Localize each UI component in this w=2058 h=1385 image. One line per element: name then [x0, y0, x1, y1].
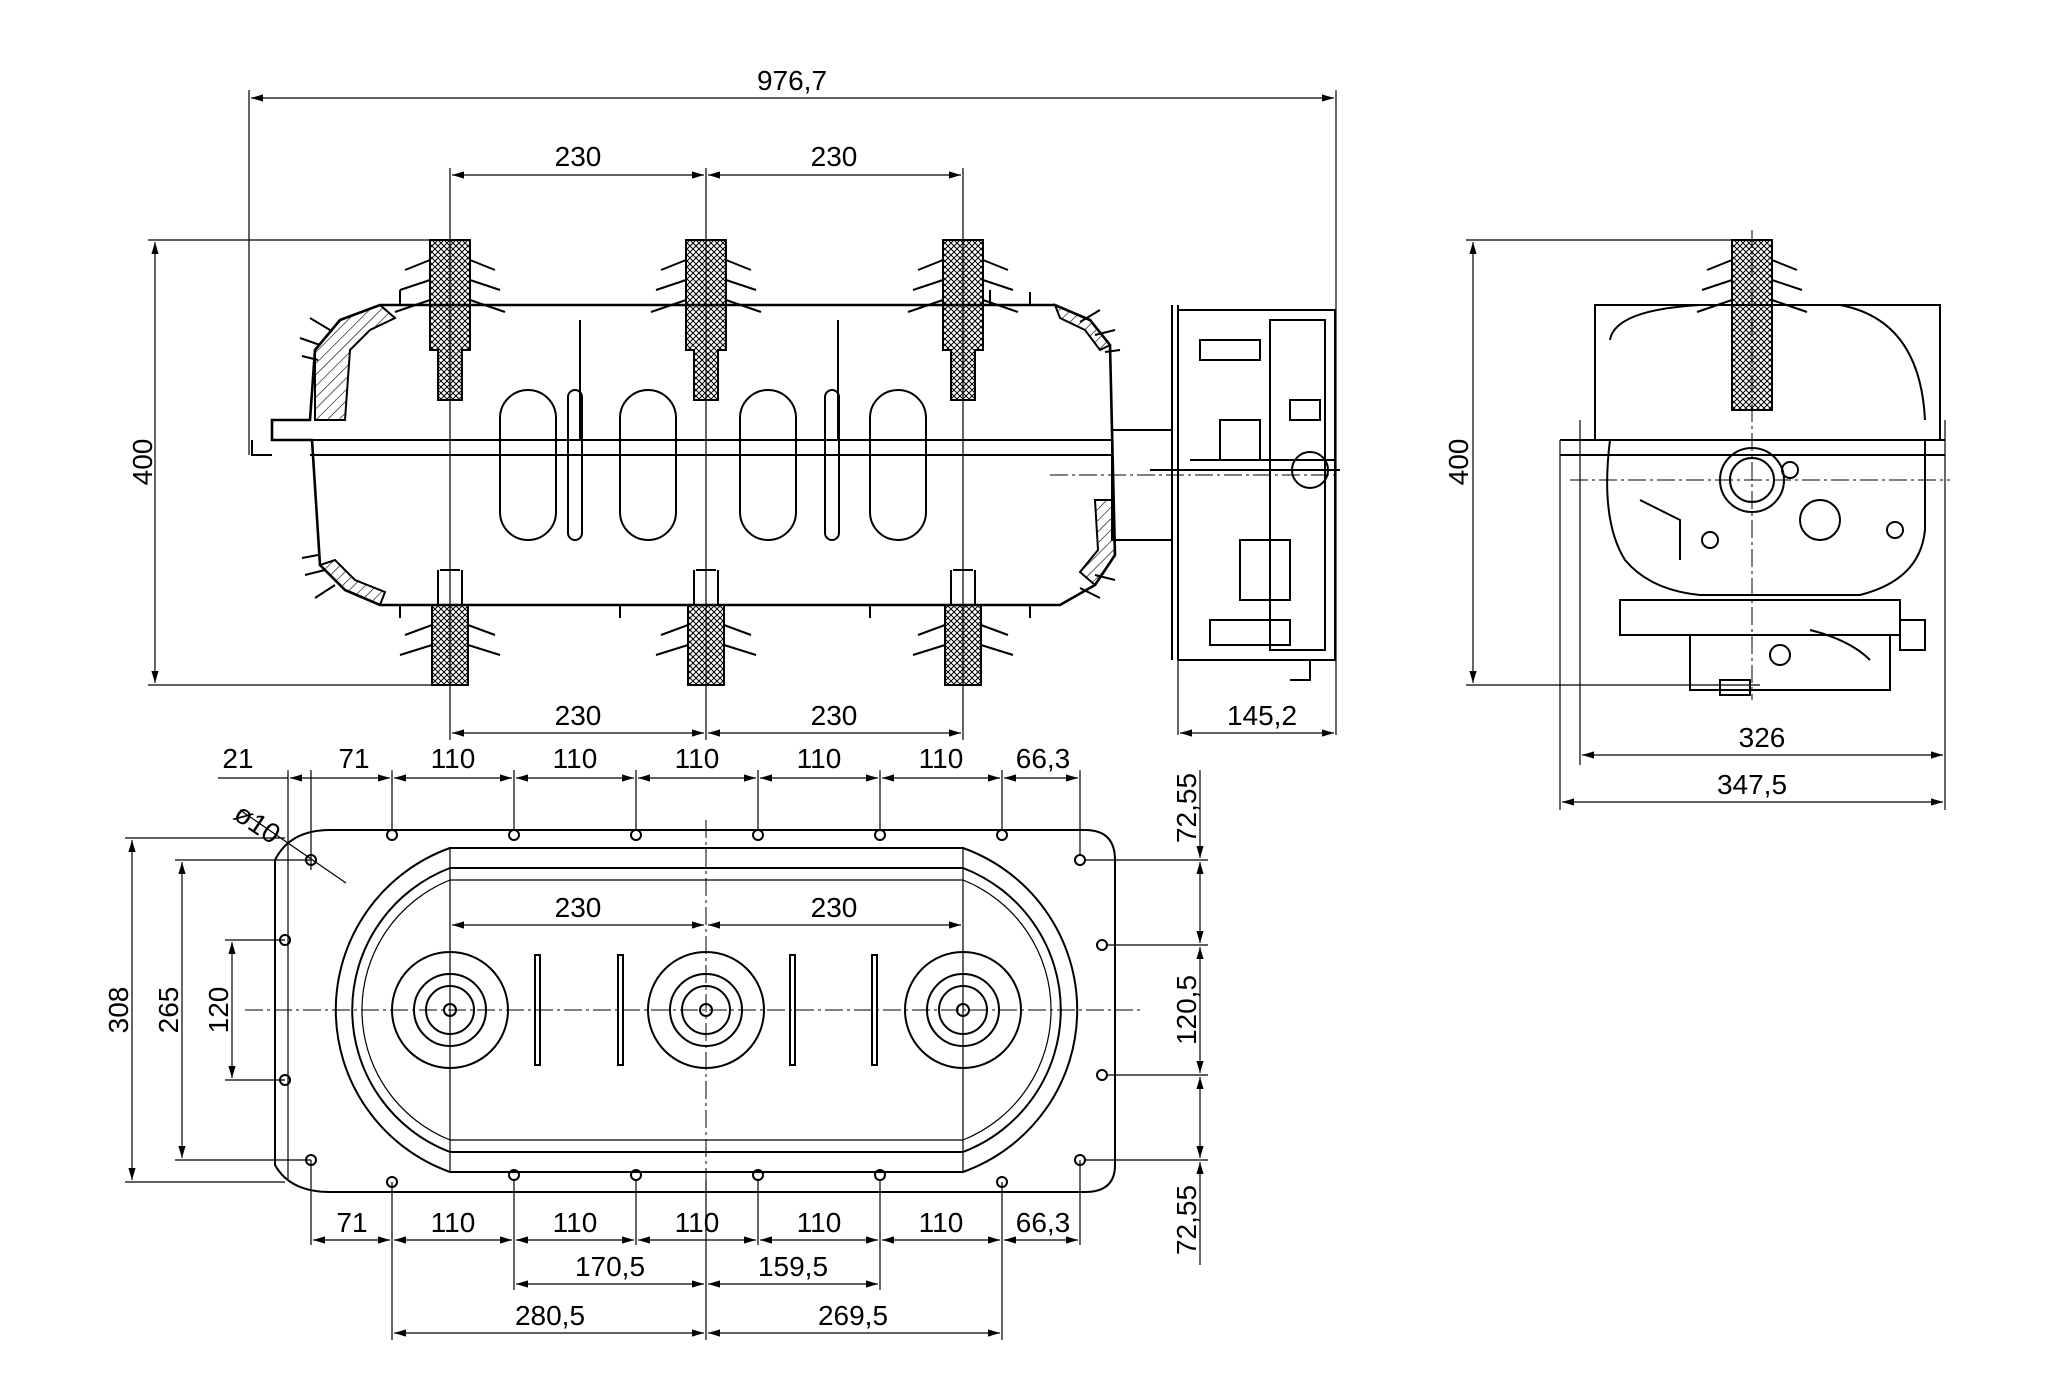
- dim-bottom-outer-1: 280,5: [515, 1300, 585, 1331]
- mounting-holes: [279, 829, 1108, 1188]
- dim-bottom-offset-2: 110: [431, 1207, 476, 1238]
- dim-bottom-offset-5: 110: [797, 1207, 842, 1238]
- dim-bottom-offset-7: 66,3: [1016, 1207, 1071, 1238]
- dim-top-offset-3: 110: [431, 743, 476, 774]
- dim-bottom-offset-6: 110: [919, 1207, 964, 1238]
- plan-view: 21 71 110 110 110 110 110 66,3 ø10 230 2…: [103, 743, 1208, 1340]
- dim-right-spacing-top: 72,55: [1171, 773, 1202, 843]
- dim-side-height: 400: [1443, 439, 1474, 486]
- dim-plan-pitch-1: 230: [555, 892, 602, 923]
- dim-top-offset-5: 110: [675, 743, 720, 774]
- dim-top-offset-7: 110: [919, 743, 964, 774]
- dim-top-offset-4: 110: [553, 743, 598, 774]
- dim-top-offset-8: 66,3: [1016, 743, 1071, 774]
- dim-side-width-inner: 326: [1739, 722, 1786, 753]
- dim-pitch-bottom-2: 230: [811, 700, 858, 731]
- top-bushings: [394, 239, 1019, 401]
- dim-right-spacing-bottom: 72,55: [1171, 1185, 1202, 1255]
- dim-bottom-offset-1: 71: [336, 1207, 367, 1238]
- dim-bottom-offset-4: 110: [675, 1207, 720, 1238]
- dim-pitch-bottom-1: 230: [555, 700, 602, 731]
- dim-plan-pitch-2: 230: [811, 892, 858, 923]
- front-view: 976,7 230 230 400 230 230 145,2: [127, 65, 1340, 740]
- dim-hole-diameter: ø10: [229, 797, 286, 850]
- dim-top-offset-1: 21: [222, 743, 253, 774]
- dim-top-offset-6: 110: [797, 743, 842, 774]
- dim-bottom-outer-2: 269,5: [818, 1300, 888, 1331]
- dim-pitch-top-2: 230: [811, 141, 858, 172]
- dim-bottom-inner-1: 170,5: [575, 1251, 645, 1282]
- operating-mechanism: [1111, 305, 1340, 681]
- dim-overall-width-label: 976,7: [757, 65, 827, 96]
- dim-side-width-outer: 347,5: [1717, 769, 1787, 800]
- dim-bottom-offset-3: 110: [553, 1207, 598, 1238]
- plan-base-plate: [274, 829, 1116, 1193]
- dim-plan-inner-depth: 265: [153, 987, 184, 1034]
- dim-pitch-top-1: 230: [555, 141, 602, 172]
- dim-bottom-inner-2: 159,5: [758, 1251, 828, 1282]
- side-view: 400 326 347,5: [1443, 230, 1950, 810]
- dim-right-spacing-mid: 120,5: [1171, 975, 1202, 1045]
- dim-front-height: 400: [127, 439, 158, 486]
- dim-mechanism-depth: 145,2: [1227, 700, 1297, 731]
- dim-plan-overall-depth: 308: [103, 987, 134, 1034]
- dim-plan-center-depth: 120: [203, 987, 234, 1034]
- dim-top-offset-2: 71: [338, 743, 369, 774]
